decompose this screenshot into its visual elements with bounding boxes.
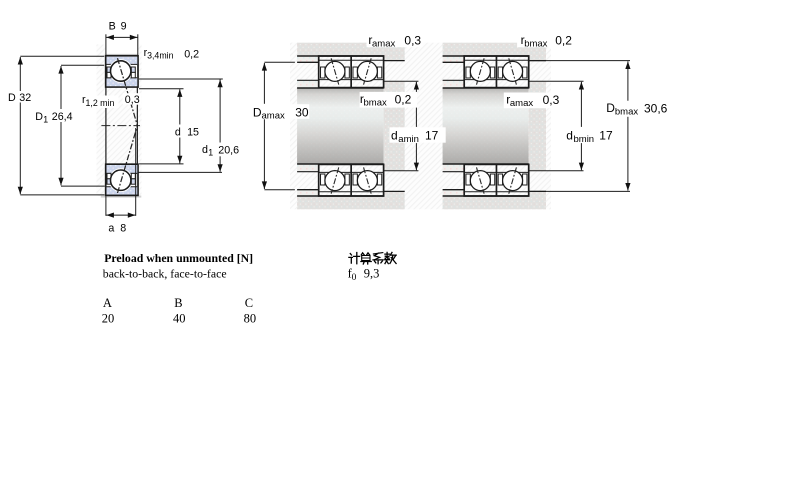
svg-text:r: r (82, 94, 86, 106)
svg-text:15: 15 (187, 126, 199, 138)
svg-text:30,6: 30,6 (644, 101, 668, 115)
svg-text:d: d (566, 129, 573, 143)
svg-text:B: B (174, 296, 182, 310)
svg-text:d: d (202, 144, 208, 156)
svg-text:0,2: 0,2 (184, 48, 199, 60)
svg-text:9,3: 9,3 (364, 266, 380, 280)
svg-text:bmax: bmax (364, 98, 387, 109)
svg-text:9: 9 (121, 21, 127, 33)
svg-text:0,2: 0,2 (555, 33, 572, 47)
svg-text:amax: amax (510, 98, 533, 109)
svg-text:30: 30 (295, 105, 309, 119)
svg-text:amax: amax (372, 38, 395, 49)
svg-text:bmax: bmax (615, 107, 638, 118)
svg-text:8: 8 (120, 223, 126, 235)
svg-text:1: 1 (43, 114, 48, 124)
svg-text:D: D (8, 92, 16, 104)
svg-text:d: d (391, 129, 398, 143)
svg-text:20,6: 20,6 (218, 144, 239, 156)
svg-text:0,3: 0,3 (404, 33, 421, 47)
svg-text:d: d (175, 126, 181, 138)
svg-text:bmax: bmax (524, 38, 547, 49)
svg-text:a: a (108, 223, 114, 235)
svg-text:amin: amin (398, 134, 419, 145)
svg-text:0,3: 0,3 (125, 94, 140, 106)
svg-text:D: D (606, 101, 615, 115)
svg-text:f: f (348, 266, 353, 280)
svg-text:20: 20 (102, 311, 115, 325)
svg-text:back-to-back, face-to-face: back-to-back, face-to-face (103, 266, 227, 280)
svg-text:40: 40 (173, 311, 186, 325)
svg-text:D: D (253, 105, 262, 119)
svg-text:C: C (245, 296, 253, 310)
svg-text:A: A (103, 296, 112, 310)
svg-text:0,2: 0,2 (395, 93, 412, 107)
svg-text:17: 17 (599, 129, 613, 143)
svg-text:1,2 min: 1,2 min (86, 98, 115, 108)
svg-text:r: r (521, 33, 525, 47)
svg-text:r: r (360, 92, 364, 106)
svg-text:17: 17 (425, 129, 439, 143)
svg-text:D: D (35, 111, 43, 123)
svg-text:3,4min: 3,4min (147, 50, 174, 60)
svg-text:B: B (109, 21, 116, 33)
svg-text:r: r (506, 93, 510, 107)
svg-text:Preload when unmounted [N]: Preload when unmounted [N] (104, 251, 253, 265)
svg-text:32: 32 (19, 92, 31, 104)
svg-text:0: 0 (352, 273, 357, 283)
svg-text:80: 80 (244, 311, 257, 325)
svg-text:bmin: bmin (574, 134, 595, 145)
svg-text:r: r (144, 47, 148, 59)
svg-text:amax: amax (262, 111, 285, 122)
svg-text:1: 1 (208, 147, 213, 157)
svg-text:26,4: 26,4 (52, 111, 73, 123)
svg-text:0,3: 0,3 (543, 93, 560, 107)
svg-text:r: r (368, 33, 372, 47)
